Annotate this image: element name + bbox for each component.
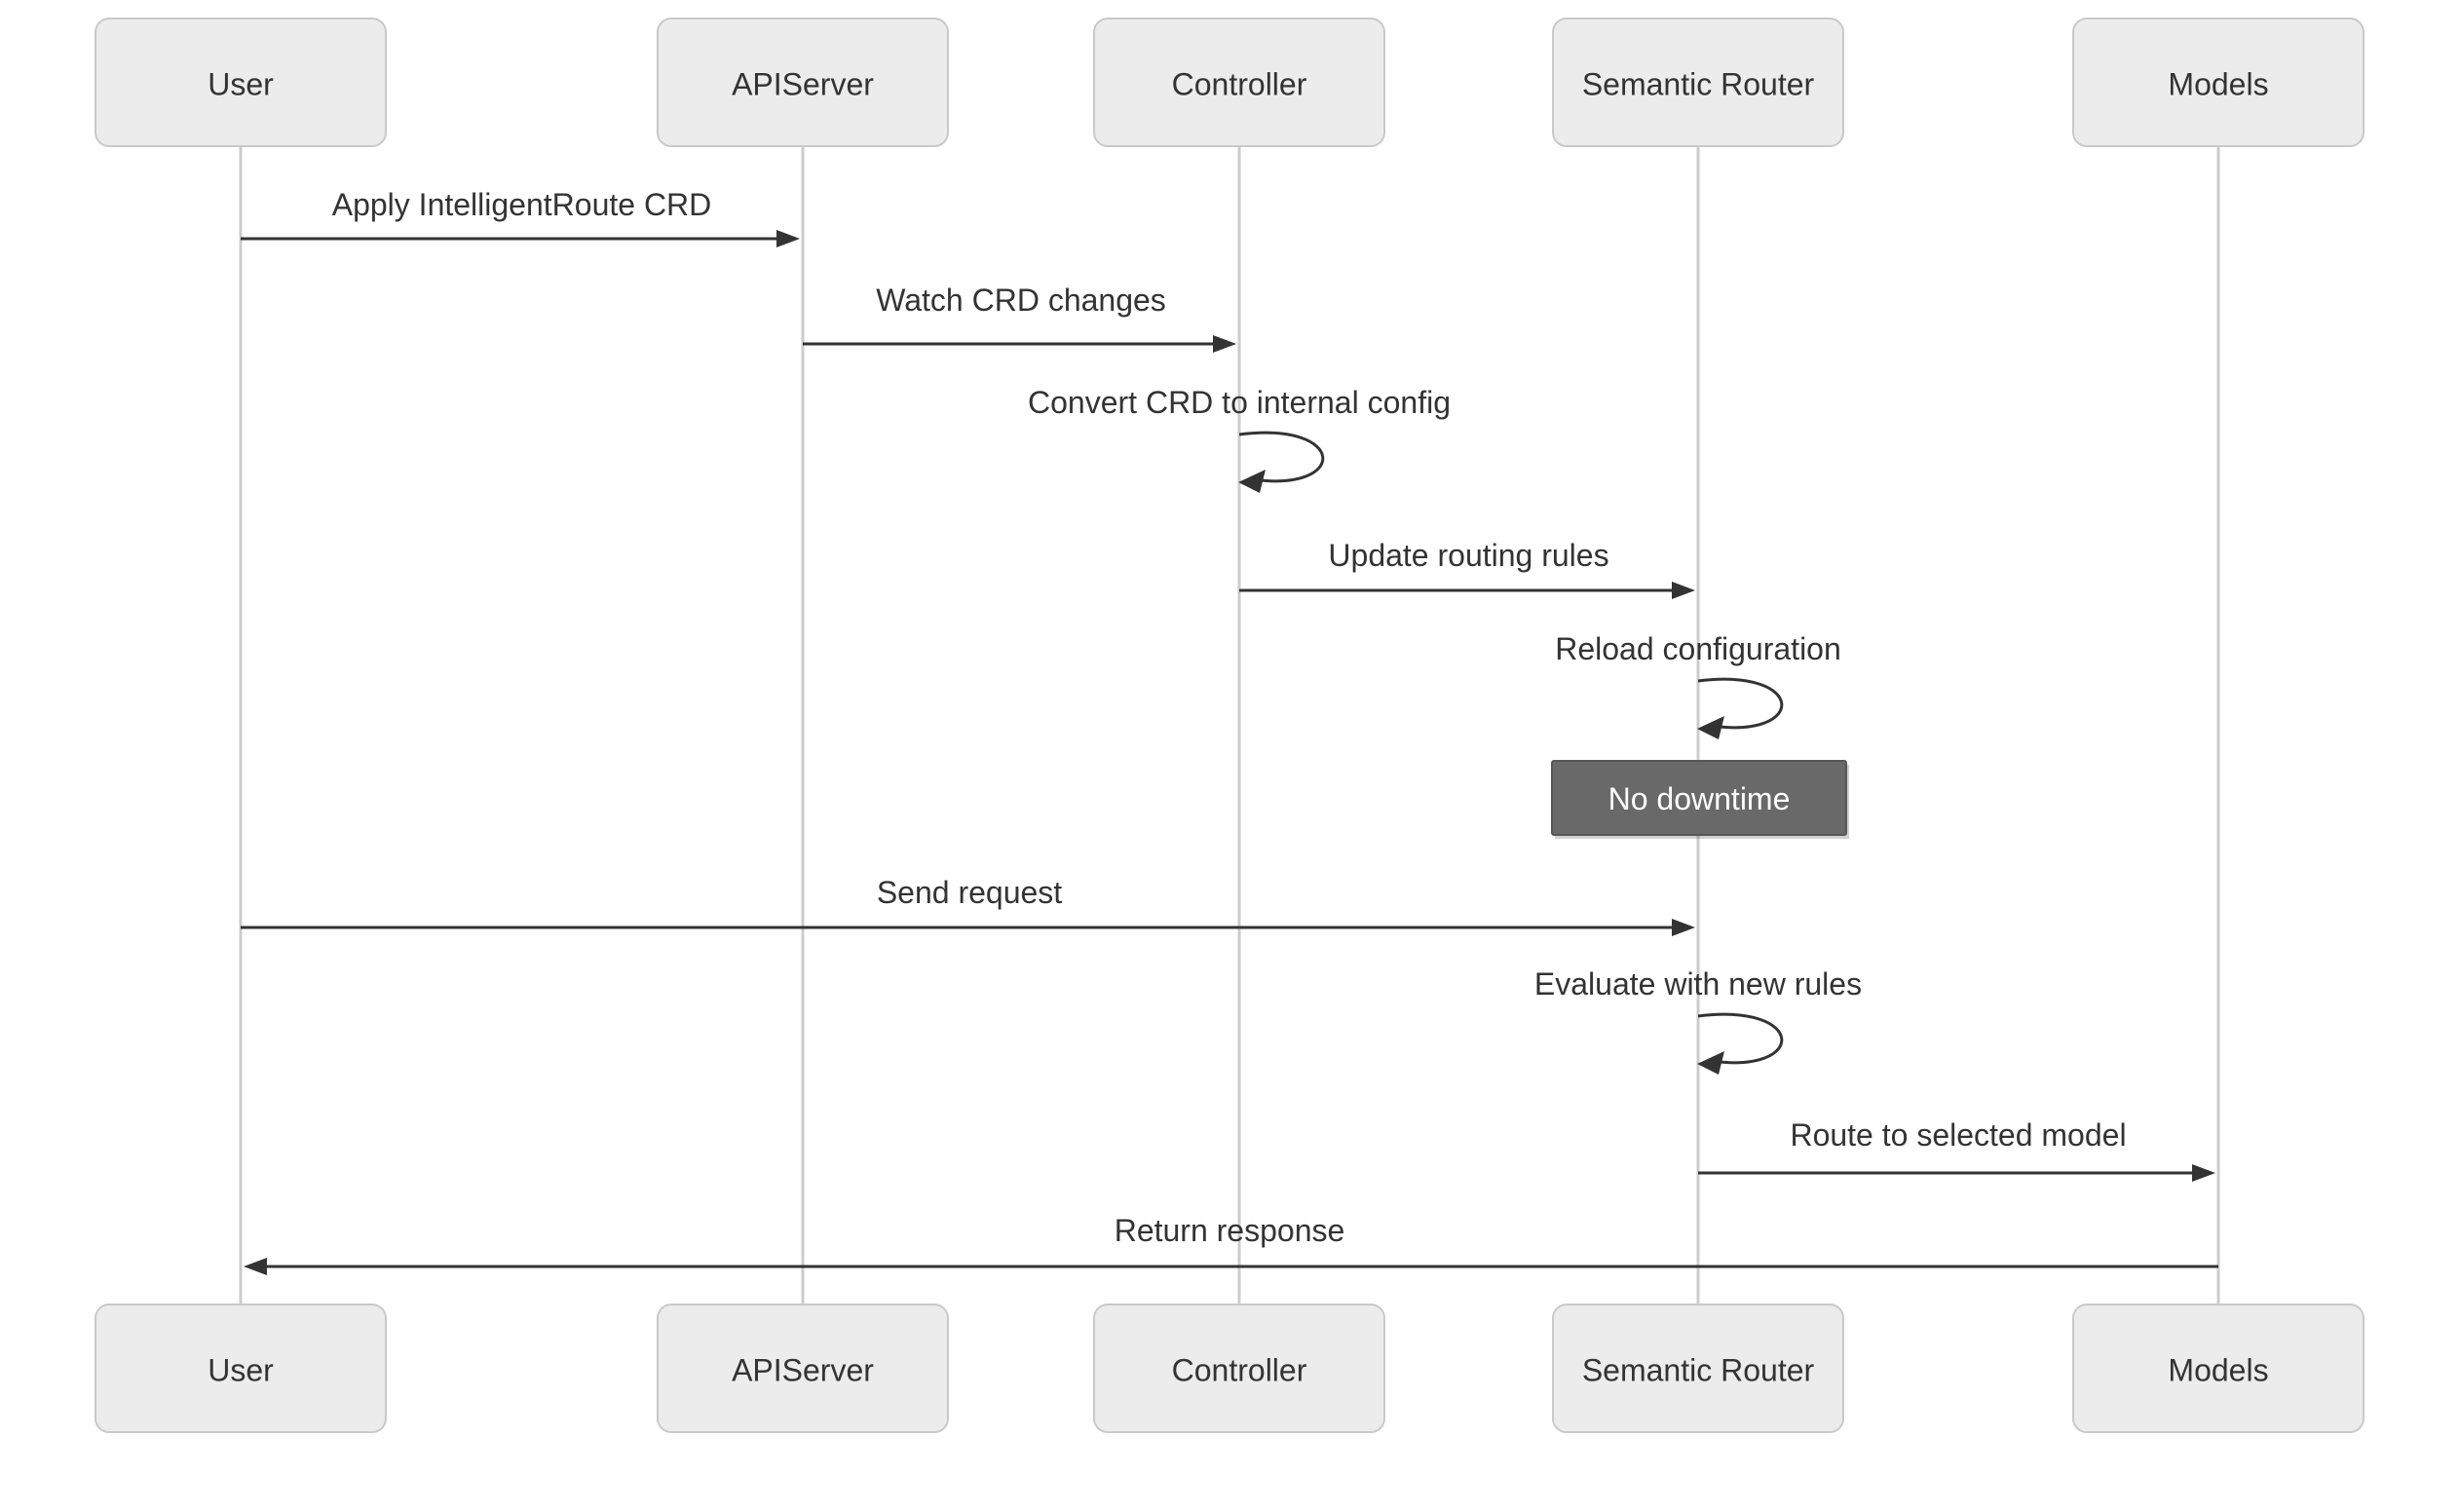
message-label: Return response [1115, 1213, 1345, 1248]
actor-label-semantic-router-top: Semantic Router [1582, 67, 1815, 102]
self-message-label: Evaluate with new rules [1534, 966, 1862, 1002]
note-label: No downtime [1608, 781, 1791, 816]
message-label: Apply IntelligentRoute CRD [332, 187, 712, 222]
message-arrowhead [1672, 919, 1695, 936]
actor-box-controller-bottom [1093, 1304, 1385, 1433]
actor-controller-top: Controller [1093, 18, 1385, 147]
message-user-to-apiserver: Apply IntelligentRoute CRD [241, 187, 800, 247]
actor-user-bottom: User [95, 1304, 387, 1433]
actor-label-controller-top: Controller [1172, 67, 1307, 102]
actor-box-controller-top [1093, 18, 1385, 147]
actor-box-models-bottom [2072, 1304, 2364, 1433]
actor-models-top: Models [2072, 18, 2364, 147]
note-over-semantic-router: No downtime [1551, 760, 1849, 839]
self-message-controller-2: Convert CRD to internal config [1028, 385, 1451, 493]
actor-label-models-bottom: Models [2168, 1353, 2268, 1388]
message-arrowhead [776, 230, 800, 247]
actor-label-apiserver-bottom: APIServer [732, 1353, 874, 1388]
actor-box-semantic-router-bottom [1552, 1304, 1844, 1433]
self-loop-arrowhead [1697, 716, 1724, 739]
actor-label-user-top: User [208, 67, 274, 102]
note-box [1551, 760, 1847, 836]
self-loop-arrowhead [1697, 1051, 1724, 1075]
actor-user-top: User [95, 18, 387, 147]
actor-models-bottom: Models [2072, 1304, 2364, 1433]
message-arrowhead [244, 1258, 267, 1275]
message-arrowhead [1213, 335, 1236, 353]
actor-label-semantic-router-bottom: Semantic Router [1582, 1353, 1815, 1388]
self-message-semantic-router-4: Reload configuration [1555, 631, 1841, 739]
self-loop-curve [1697, 677, 1784, 730]
actor-box-apiserver-bottom [657, 1304, 949, 1433]
actor-label-apiserver-top: APIServer [732, 67, 874, 102]
actor-label-user-bottom: User [208, 1353, 274, 1388]
actor-label-models-top: Models [2168, 67, 2268, 102]
self-loop-curve [1697, 1012, 1784, 1065]
self-message-label: Convert CRD to internal config [1028, 385, 1451, 420]
actor-semantic-router-bottom: Semantic Router [1552, 1304, 1844, 1433]
message-label: Send request [877, 875, 1062, 910]
message-label: Watch CRD changes [876, 283, 1166, 318]
actor-box-apiserver-top [657, 18, 949, 147]
self-loop-arrowhead [1238, 470, 1266, 493]
actor-semantic-router-top: Semantic Router [1552, 18, 1844, 147]
self-message-label: Reload configuration [1555, 631, 1841, 666]
self-message-semantic-router-7: Evaluate with new rules [1534, 966, 1862, 1075]
message-models-to-user: Return response [244, 1213, 2218, 1275]
message-label: Route to selected model [1790, 1117, 2126, 1153]
message-arrowhead [1672, 582, 1695, 599]
message-arrowhead [2192, 1164, 2215, 1182]
actor-box-semantic-router-top [1552, 18, 1844, 147]
message-apiserver-to-controller: Watch CRD changes [803, 283, 1236, 353]
message-label: Update routing rules [1328, 538, 1608, 573]
message-semantic-router-to-models: Route to selected model [1698, 1117, 2215, 1182]
actor-box-models-top [2072, 18, 2364, 147]
actor-apiserver-bottom: APIServer [657, 1304, 949, 1433]
actor-label-controller-bottom: Controller [1172, 1353, 1307, 1388]
message-controller-to-semantic-router: Update routing rules [1239, 538, 1695, 599]
actor-apiserver-top: APIServer [657, 18, 949, 147]
self-loop-curve [1238, 431, 1325, 483]
message-user-to-semantic-router: Send request [241, 875, 1695, 936]
actor-box-user-top [95, 18, 387, 147]
actor-controller-bottom: Controller [1093, 1304, 1385, 1433]
actor-box-user-bottom [95, 1304, 387, 1433]
